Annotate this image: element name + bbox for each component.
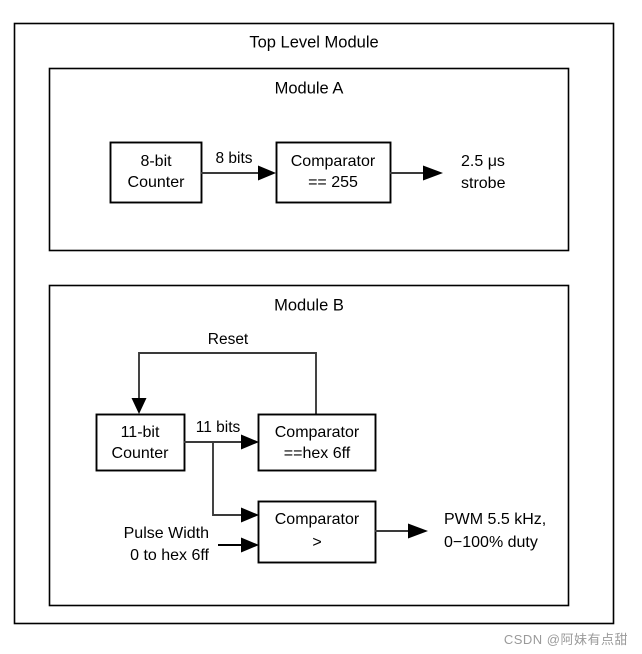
module-b-pulse-width-label-line2: 0 to hex 6ff	[130, 547, 209, 564]
module-b-comparator-gt-label-line2: >	[312, 534, 321, 551]
module-b-comparator-eq-block	[257, 413, 377, 472]
module-b-counter-bus-branch	[212, 442, 243, 516]
module-a-bus-arrowhead	[258, 165, 276, 181]
module-b-reset-label: Reset	[208, 331, 249, 348]
module-a-output-arrowhead	[423, 165, 443, 181]
module-a-counter-block	[109, 141, 203, 204]
module-a-counter-label-line1: 8-bit	[140, 153, 172, 170]
module-a-bus-label: 8 bits	[215, 150, 252, 167]
module-b-pwm-output-label-line1: PWM 5.5 kHz,	[444, 511, 546, 528]
module-b-comparator-gt-block	[257, 500, 377, 564]
module-a-output-label-line1: 2.5 μs	[461, 153, 505, 170]
module-b-counter-bus-arrowhead	[241, 434, 259, 450]
module-a-comparator-label-line2: == 255	[308, 174, 358, 191]
module-b-reset-wire	[138, 352, 317, 414]
module-b-pwm-output-label-line2: 0−100% duty	[444, 534, 538, 551]
module-a-title: Module A	[275, 79, 344, 97]
module-b-counter-label-line2: Counter	[112, 445, 170, 462]
module-b-pulse-width-label-line1: Pulse Width	[124, 525, 209, 542]
module-b-reset-arrowhead	[131, 398, 147, 414]
module-b-counter-block	[95, 413, 186, 472]
module-b-comparator-gt-label-line1: Comparator	[275, 511, 360, 528]
module-b-comparator-eq-label-line2: ==hex 6ff	[284, 445, 351, 462]
module-a-output-label-line2: strobe	[461, 175, 506, 192]
module-b-pwm-output-arrowhead	[408, 523, 428, 539]
module-b-counter-label-line1: 11-bit	[121, 424, 160, 441]
top-level-module-title: Top Level Module	[249, 33, 378, 51]
module-b-pulse-width-arrowhead	[241, 537, 259, 553]
module-b-comparator-eq-label-line1: Comparator	[275, 424, 360, 441]
module-a-counter-label-line2: Counter	[128, 174, 186, 191]
module-b-branch-arrowhead	[241, 507, 259, 523]
module-a-comparator-label-line1: Comparator	[291, 153, 376, 170]
module-b-counter-bus-label: 11 bits	[196, 419, 241, 436]
module-b-title: Module B	[274, 296, 344, 314]
watermark-text: CSDN @阿妹有点甜	[503, 632, 628, 647]
module-a-comparator-block	[275, 141, 392, 204]
